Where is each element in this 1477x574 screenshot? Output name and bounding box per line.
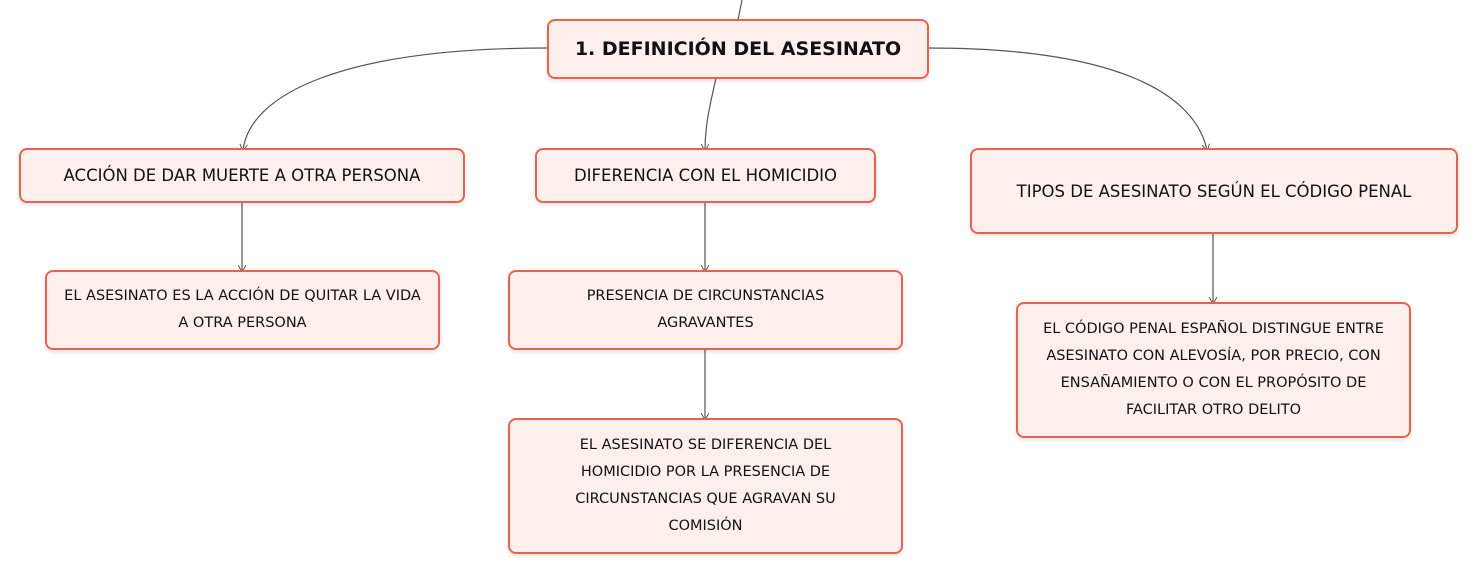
leaf-label: EL CÓDIGO PENAL ESPAÑOL DISTINGUE ENTRE …: [1043, 321, 1384, 418]
leaf-node-presencia[interactable]: PRESENCIA DE CIRCUNSTANCIAS AGRAVANTES: [508, 270, 903, 350]
leaf-node-codigo-penal[interactable]: EL CÓDIGO PENAL ESPAÑOL DISTINGUE ENTRE …: [1016, 302, 1411, 438]
branch-label: TIPOS DE ASESINATO SEGÚN EL CÓDIGO PENAL: [1016, 181, 1412, 201]
branch-node-accion[interactable]: ACCIÓN DE DAR MUERTE A OTRA PERSONA: [19, 148, 465, 203]
branch-node-diferencia[interactable]: DIFERENCIA CON EL HOMICIDIO: [535, 148, 876, 203]
root-label: 1. DEFINICIÓN DEL ASESINATO: [574, 38, 902, 60]
connector-root-to-accion: [243, 47, 549, 150]
leaf-node-diferenciacion[interactable]: EL ASESINATO SE DIFERENCIA DEL HOMICIDIO…: [508, 418, 903, 554]
connector-incoming: [737, 0, 743, 21]
leaf-node-definicion[interactable]: EL ASESINATO ES LA ACCIÓN DE QUITAR LA V…: [45, 270, 440, 350]
leaf-label: EL ASESINATO SE DIFERENCIA DEL HOMICIDIO…: [575, 437, 836, 534]
branch-label: DIFERENCIA CON EL HOMICIDIO: [573, 166, 838, 185]
branch-node-tipos[interactable]: TIPOS DE ASESINATO SEGÚN EL CÓDIGO PENAL: [970, 148, 1458, 234]
root-node[interactable]: 1. DEFINICIÓN DEL ASESINATO: [547, 19, 929, 79]
branch-label: ACCIÓN DE DAR MUERTE A OTRA PERSONA: [63, 166, 421, 185]
leaf-label: EL ASESINATO ES LA ACCIÓN DE QUITAR LA V…: [64, 288, 421, 331]
leaf-label: PRESENCIA DE CIRCUNSTANCIAS AGRAVANTES: [586, 288, 825, 331]
connector-root-to-diferencia: [705, 77, 717, 150]
connector-root-to-tipos: [927, 47, 1207, 150]
